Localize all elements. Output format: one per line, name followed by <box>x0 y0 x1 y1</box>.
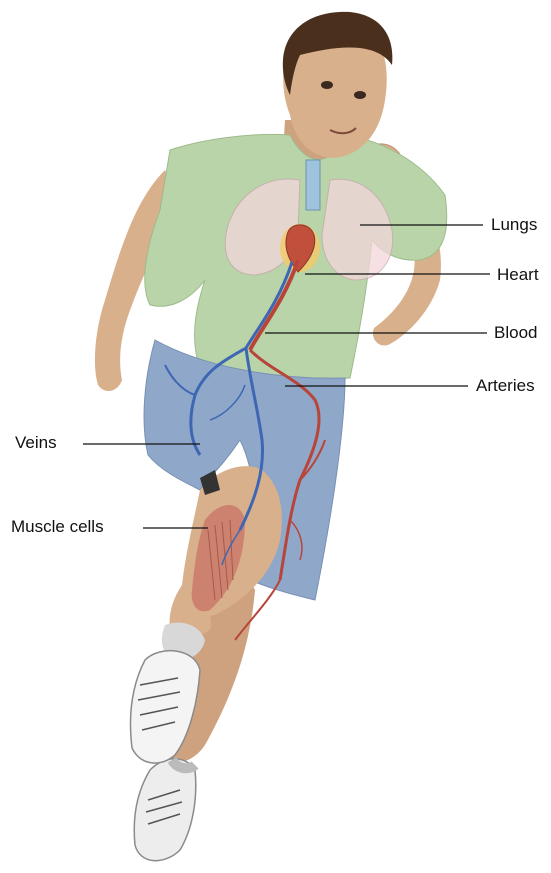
label-muscle-cells: Muscle cells <box>11 518 104 535</box>
head <box>283 12 393 158</box>
back-shoe <box>134 759 196 861</box>
label-veins: Veins <box>15 434 57 451</box>
label-heart: Heart <box>497 266 539 283</box>
label-arteries: Arteries <box>476 377 535 394</box>
trachea <box>306 160 320 210</box>
label-lungs: Lungs <box>491 216 537 233</box>
heart-illustration <box>280 224 320 272</box>
label-blood: Blood <box>494 324 537 341</box>
